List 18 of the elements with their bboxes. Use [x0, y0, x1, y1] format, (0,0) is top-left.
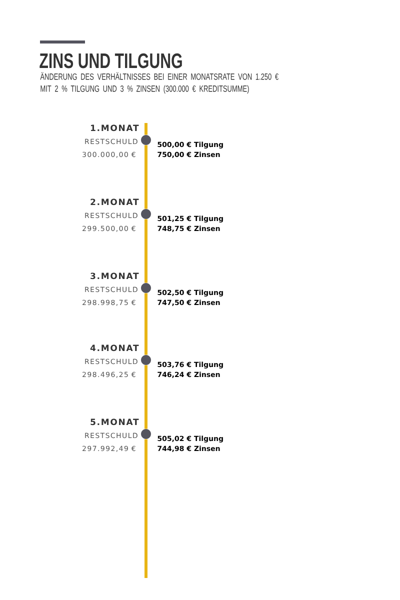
timeline-line: [144, 145, 148, 209]
month-label: 5.MONAT: [90, 418, 139, 426]
month-label: 2.MONAT: [90, 198, 139, 206]
timeline-dot: [141, 209, 151, 219]
subtitle: ÄNDERUNG DES VERHÄLTNISSES BEI EINER MONATSRATE VON 1.250 € MIT 2 % TILGUNG UND 3 % ZINSEN (300.000 € KREDITSUMME): [40, 72, 278, 94]
month-label: 4.MONAT: [90, 344, 139, 352]
timeline-line: [144, 293, 148, 355]
timeline-line: [144, 219, 148, 283]
timeline-line: [144, 439, 148, 578]
title: ZINS UND TILGUNG: [40, 53, 182, 68]
timeline-line: [144, 123, 148, 135]
timeline-dot: [141, 355, 151, 365]
timeline-dot: [141, 429, 151, 439]
month-label: 3.MONAT: [90, 272, 139, 280]
timeline-line: [144, 365, 148, 429]
month-label: 1.MONAT: [91, 124, 139, 132]
timeline-dot: [141, 135, 151, 145]
timeline-dot: [141, 283, 151, 293]
